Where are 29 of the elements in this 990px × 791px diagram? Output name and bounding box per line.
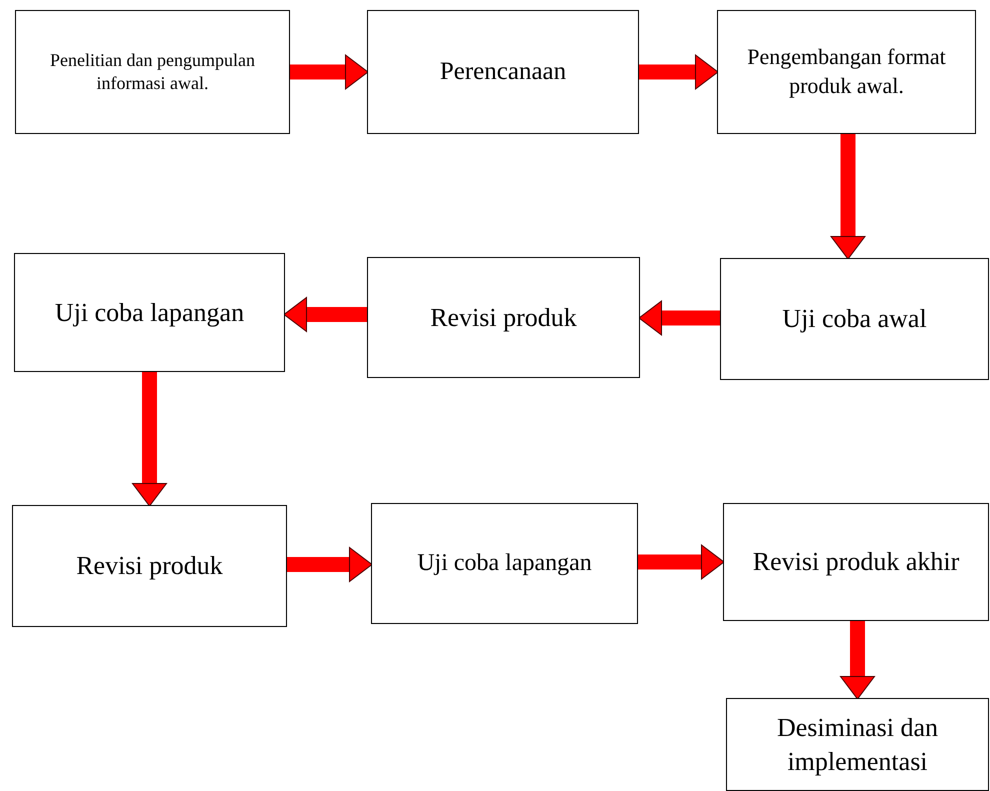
process-box (15, 10, 290, 134)
step-label: Penelitian dan pengumpulan informasi awal. (49, 48, 256, 95)
process-box (717, 10, 976, 134)
process-box (723, 503, 989, 621)
block-arrow (639, 54, 718, 90)
block-arrow (830, 134, 866, 260)
process-box (371, 503, 638, 624)
step-label: Uji coba lapangan (54, 296, 244, 329)
block-arrow (638, 300, 720, 336)
process-box (12, 505, 287, 627)
process-box (14, 253, 285, 372)
process-box (720, 258, 989, 380)
block-arrow (284, 297, 367, 332)
block-arrow (840, 621, 875, 700)
block-arrow (290, 54, 368, 90)
step-label: Revisi produk akhir (752, 546, 960, 578)
process-box (367, 257, 640, 378)
block-arrow (287, 547, 372, 582)
step-label: Pengembangan format produk awal. (746, 43, 947, 100)
step-label: Perencanaan (440, 56, 566, 87)
step-label: Revisi produk (430, 302, 577, 334)
step-label: Uji coba lapangan (417, 548, 592, 578)
block-arrow (638, 544, 724, 580)
process-box (726, 698, 989, 791)
step-label: Uji coba awal (782, 303, 927, 336)
process-box (367, 10, 639, 134)
block-arrow (132, 372, 167, 506)
step-label: Desiminasi dan implementasi (776, 712, 940, 778)
step-label: Revisi produk (76, 550, 223, 582)
